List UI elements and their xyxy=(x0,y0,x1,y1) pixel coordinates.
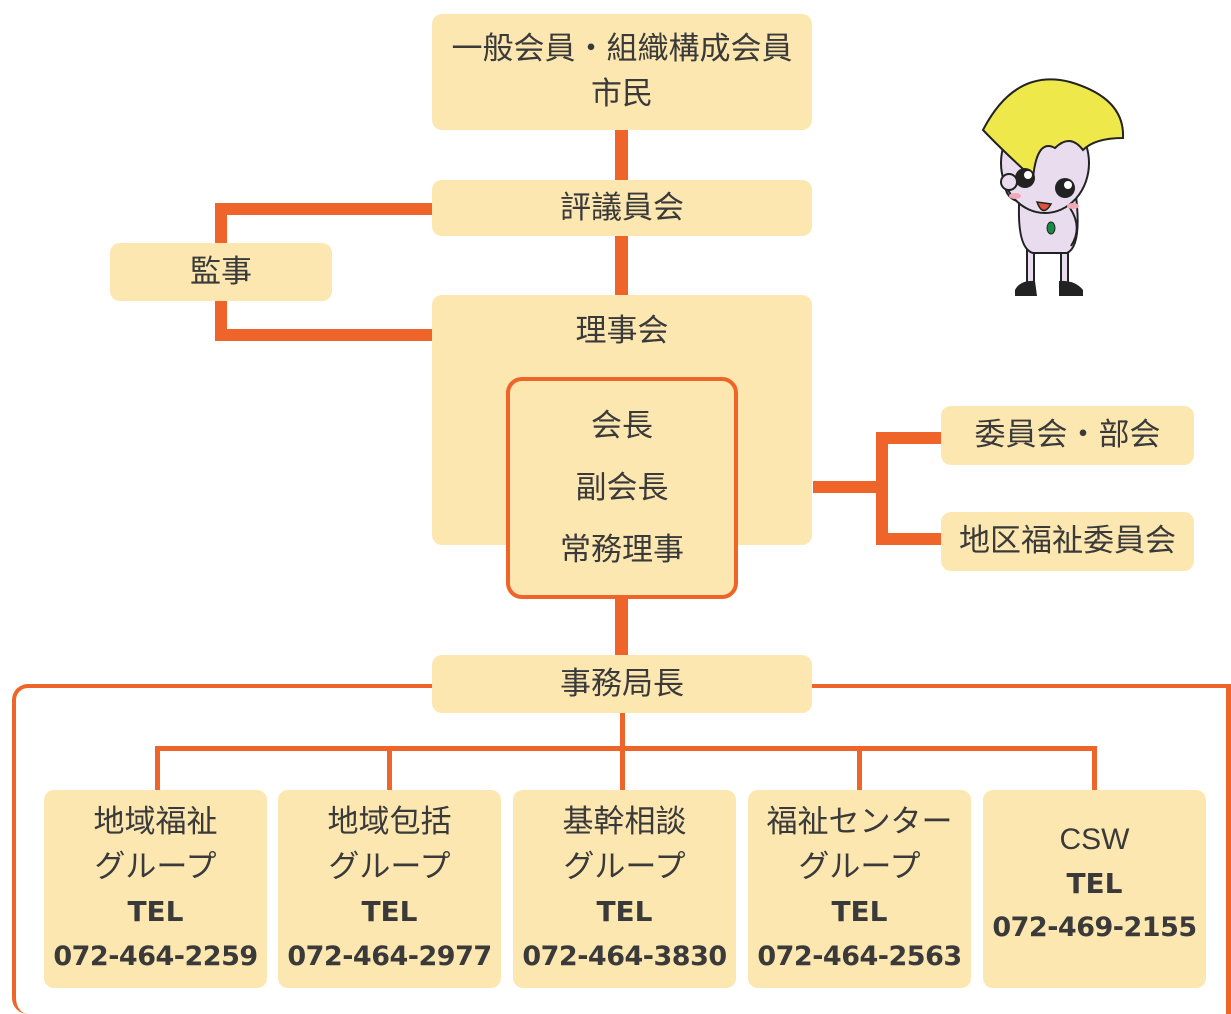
group-line1: CSW xyxy=(1059,823,1130,856)
tel-number: 072-464-2259 xyxy=(53,940,258,972)
group-line2: グループ xyxy=(563,849,686,885)
connector-board-committees xyxy=(813,481,883,493)
tel-number: 072-464-2563 xyxy=(757,940,962,972)
group-box: 地域包括 グループ TEL 072-464-2977 xyxy=(278,790,501,988)
committees-label: 委員会・部会 xyxy=(974,417,1161,454)
connector-committees-top xyxy=(876,432,946,444)
tel-label: TEL xyxy=(831,894,888,928)
members-box: 一般会員・組織構成会員 市民 xyxy=(432,14,812,130)
council-box: 評議員会 xyxy=(432,180,812,236)
group-line1: 福祉センター xyxy=(766,804,953,841)
executives-line3: 常務理事 xyxy=(560,532,684,568)
connector-members-council xyxy=(615,130,628,180)
group-line1: 基幹相談 xyxy=(562,804,687,841)
auditor-label: 監事 xyxy=(190,253,252,290)
tel-number: 072-469-2155 xyxy=(992,912,1197,944)
tel-label: TEL xyxy=(1066,866,1123,900)
connector-committees-vertical xyxy=(876,432,888,545)
secretariat-bracket-right-corner xyxy=(1200,684,1231,688)
council-label: 評議員会 xyxy=(560,189,684,226)
ginkgo-leaf-mascot-icon xyxy=(981,78,1125,296)
executives-line1: 会長 xyxy=(591,408,653,444)
director-box: 事務局長 xyxy=(432,655,812,713)
connector-group-2 xyxy=(387,746,392,792)
group-box: 基幹相談 グループ TEL 072-464-3830 xyxy=(513,790,736,988)
group-box: CSW TEL 072-469-2155 xyxy=(983,790,1206,988)
tel-number: 072-464-2977 xyxy=(287,940,492,972)
auditor-box: 監事 xyxy=(110,243,332,301)
group-box: 福祉センター グループ TEL 072-464-2563 xyxy=(748,790,971,988)
connector-director-groups xyxy=(620,713,625,748)
connector-auditor-top xyxy=(215,203,433,215)
members-line1: 一般会員・組織構成会員 xyxy=(451,31,793,68)
tel-number: 072-464-3830 xyxy=(522,940,727,972)
group-line1: 地域包括 xyxy=(327,804,452,841)
director-label: 事務局長 xyxy=(560,665,684,702)
members-line2: 市民 xyxy=(591,76,653,112)
connector-group-1 xyxy=(155,746,160,792)
tel-label: TEL xyxy=(127,894,184,928)
connector-committees-bottom xyxy=(876,533,946,545)
district-label: 地区福祉委員会 xyxy=(959,523,1176,560)
executives-box: 会長 副会長 常務理事 xyxy=(506,377,738,599)
connector-board-director xyxy=(615,598,628,656)
group-line2: グループ xyxy=(798,849,921,885)
connector-group-5 xyxy=(1092,746,1097,792)
executives-line2: 副会長 xyxy=(575,470,669,506)
group-line1: 地域福祉 xyxy=(93,804,218,841)
tel-label: TEL xyxy=(361,894,418,928)
group-line2: グループ xyxy=(328,849,451,885)
connector-council-board xyxy=(615,235,628,295)
connector-auditor-bottom xyxy=(215,329,433,341)
connector-group-3 xyxy=(620,746,625,792)
connector-group-4 xyxy=(857,746,862,792)
group-box: 地域福祉 グループ TEL 072-464-2259 xyxy=(44,790,267,988)
connector-groups-horizontal xyxy=(155,746,1097,751)
board-label: 理事会 xyxy=(575,313,669,349)
secretariat-bracket-right xyxy=(1226,684,1231,1014)
group-line2: グループ xyxy=(94,849,217,885)
committees-box: 委員会・部会 xyxy=(941,406,1194,465)
district-box: 地区福祉委員会 xyxy=(941,512,1194,571)
tel-label: TEL xyxy=(596,894,653,928)
